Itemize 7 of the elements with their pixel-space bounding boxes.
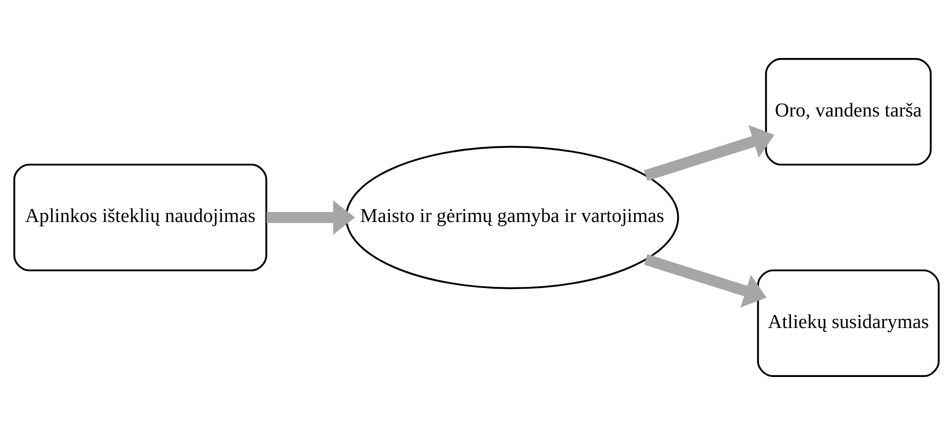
node-ellipse: Maisto ir gėrimų gamyba ir vartojimas [344,146,679,290]
arrow [266,200,354,235]
node-box: Atliekų susidarymas [756,269,940,377]
arrow [644,254,766,308]
arrow [644,125,774,181]
node-box: Oro, vandens tarša [764,58,932,166]
node-box: Aplinkos išteklių naudojimas [12,164,267,272]
